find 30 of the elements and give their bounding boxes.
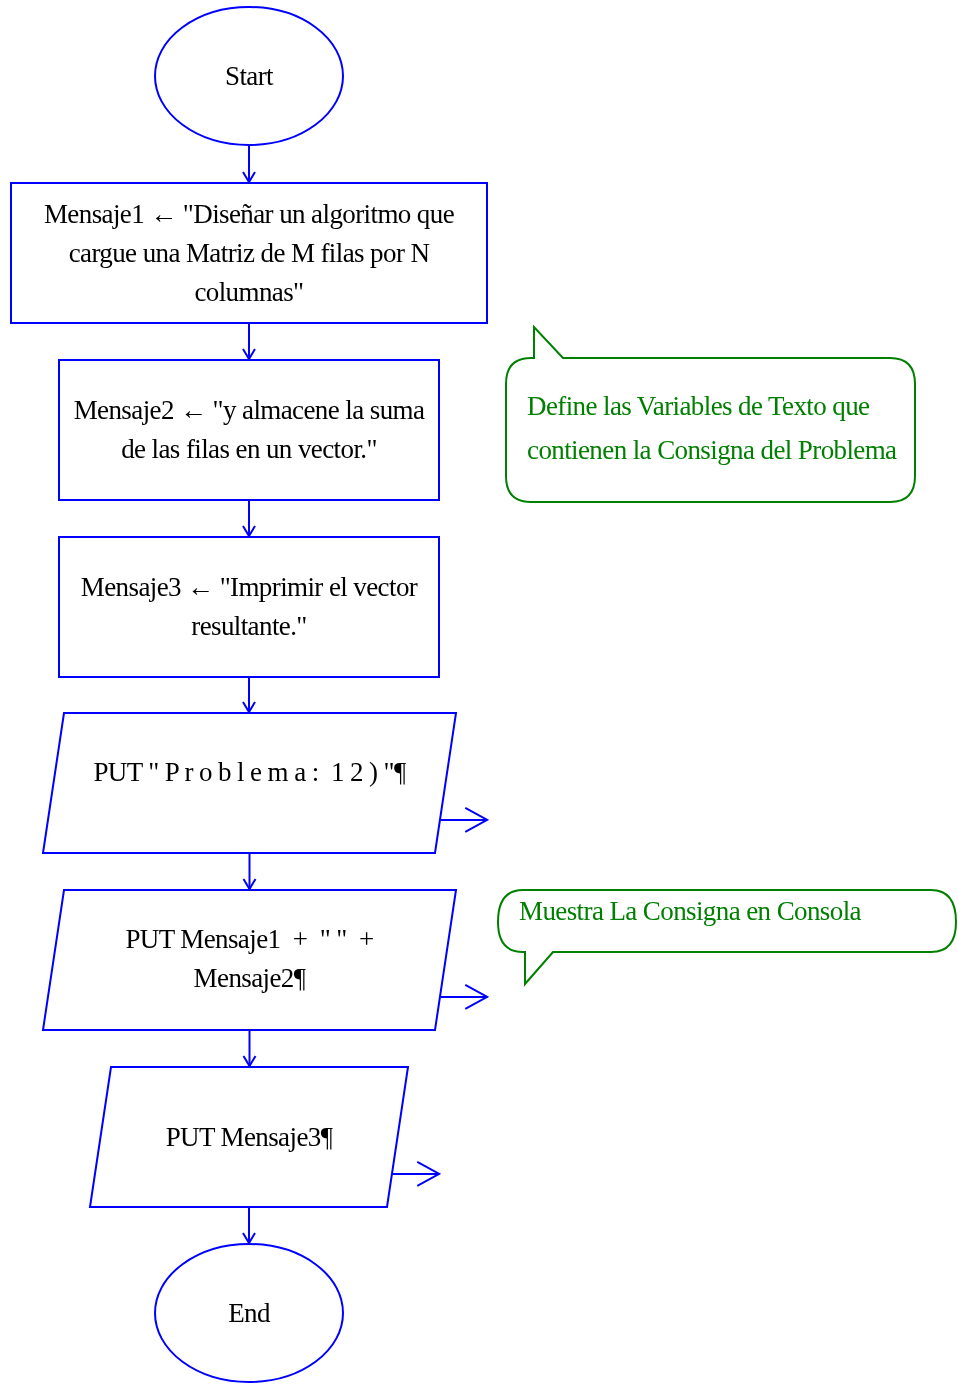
node-text: Mensaje2 ← "y almacene la suma de las filas en un vector." xyxy=(72,394,426,466)
process-box xyxy=(10,182,488,324)
node-text: PUT " P r o b l e m a : 1 2 ) "¶ xyxy=(93,755,406,789)
arrow xyxy=(390,1160,441,1187)
arrow xyxy=(242,677,256,713)
comment-callout xyxy=(505,326,916,503)
arrow xyxy=(242,853,257,890)
node-text: Mensaje3 ← "Imprimir el vector resultante." xyxy=(79,571,419,643)
output-parallelogram xyxy=(42,889,457,1031)
comment-callout xyxy=(497,889,957,985)
node-text: PUT Mensaje1 + " " + Mensaje2¶ xyxy=(124,923,375,995)
node-text: Define las Variables de Texto que contienen la Consigna del Problema xyxy=(527,390,898,467)
arrow xyxy=(242,500,256,537)
output-parallelogram xyxy=(89,1066,409,1208)
arrow xyxy=(242,1030,257,1067)
process-box xyxy=(58,359,440,501)
arrow xyxy=(438,983,489,1010)
terminal-ellipse xyxy=(154,1243,344,1383)
node-text: Start xyxy=(225,59,273,93)
arrow xyxy=(242,145,256,183)
node-text: PUT Mensaje3¶ xyxy=(165,1120,333,1154)
output-parallelogram xyxy=(42,712,457,854)
arrow xyxy=(242,1207,256,1244)
node-text: End xyxy=(228,1296,270,1330)
process-box xyxy=(58,536,440,678)
arrow xyxy=(242,323,256,360)
node-text: Mensaje1 ← "Diseñar un algoritmo que cargue una Matriz de M filas por N columnas" xyxy=(42,197,456,309)
arrow xyxy=(438,806,489,833)
node-text: Muestra La Consigna en Consola xyxy=(519,895,861,928)
terminal-ellipse xyxy=(154,6,344,146)
